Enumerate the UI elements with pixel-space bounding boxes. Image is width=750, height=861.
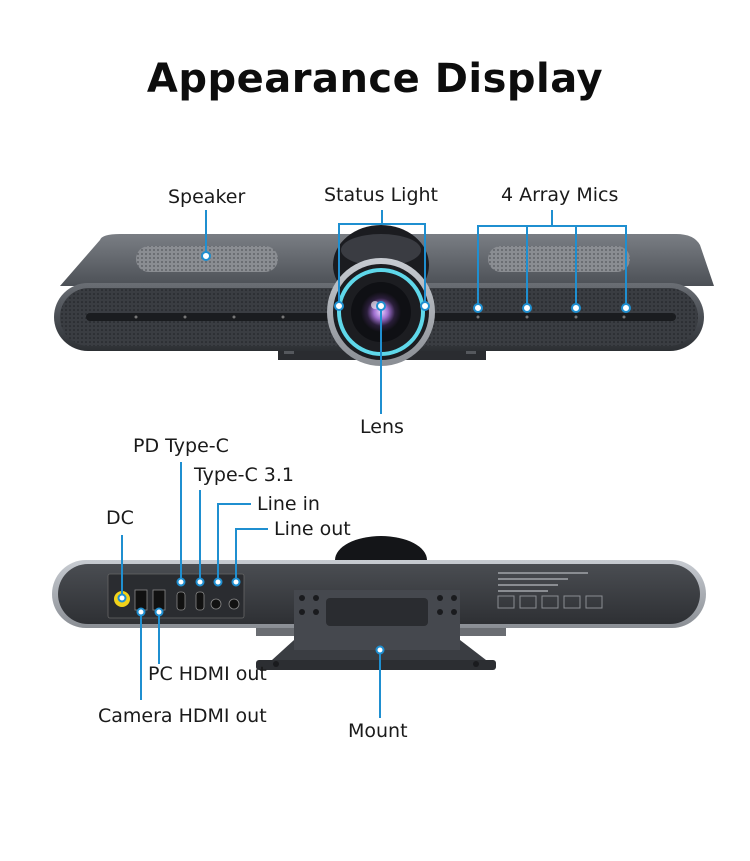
label-array-mics: 4 Array Mics (501, 184, 619, 206)
front-view (54, 225, 714, 366)
label-line-out: Line out (274, 518, 351, 540)
label-pc-hdmi-out: PC HDMI out (148, 663, 267, 685)
page-title: Appearance Display (146, 56, 604, 102)
front-callouts (205, 210, 627, 414)
label-status-light: Status Light (324, 184, 438, 206)
rear-callout-dots (117, 577, 385, 655)
label-lens: Lens (360, 416, 404, 438)
label-type-c-31: Type-C 3.1 (194, 464, 295, 486)
rear-view (52, 536, 706, 670)
label-dc: DC (106, 507, 134, 529)
label-camera-hdmi-out: Camera HDMI out (98, 705, 267, 727)
front-callout-dots (201, 251, 631, 313)
label-line-in: Line in (257, 493, 320, 515)
label-mount: Mount (348, 720, 408, 742)
label-speaker: Speaker (168, 186, 246, 208)
label-pd-type-c: PD Type-C (133, 435, 229, 457)
rear-callouts (121, 462, 381, 718)
